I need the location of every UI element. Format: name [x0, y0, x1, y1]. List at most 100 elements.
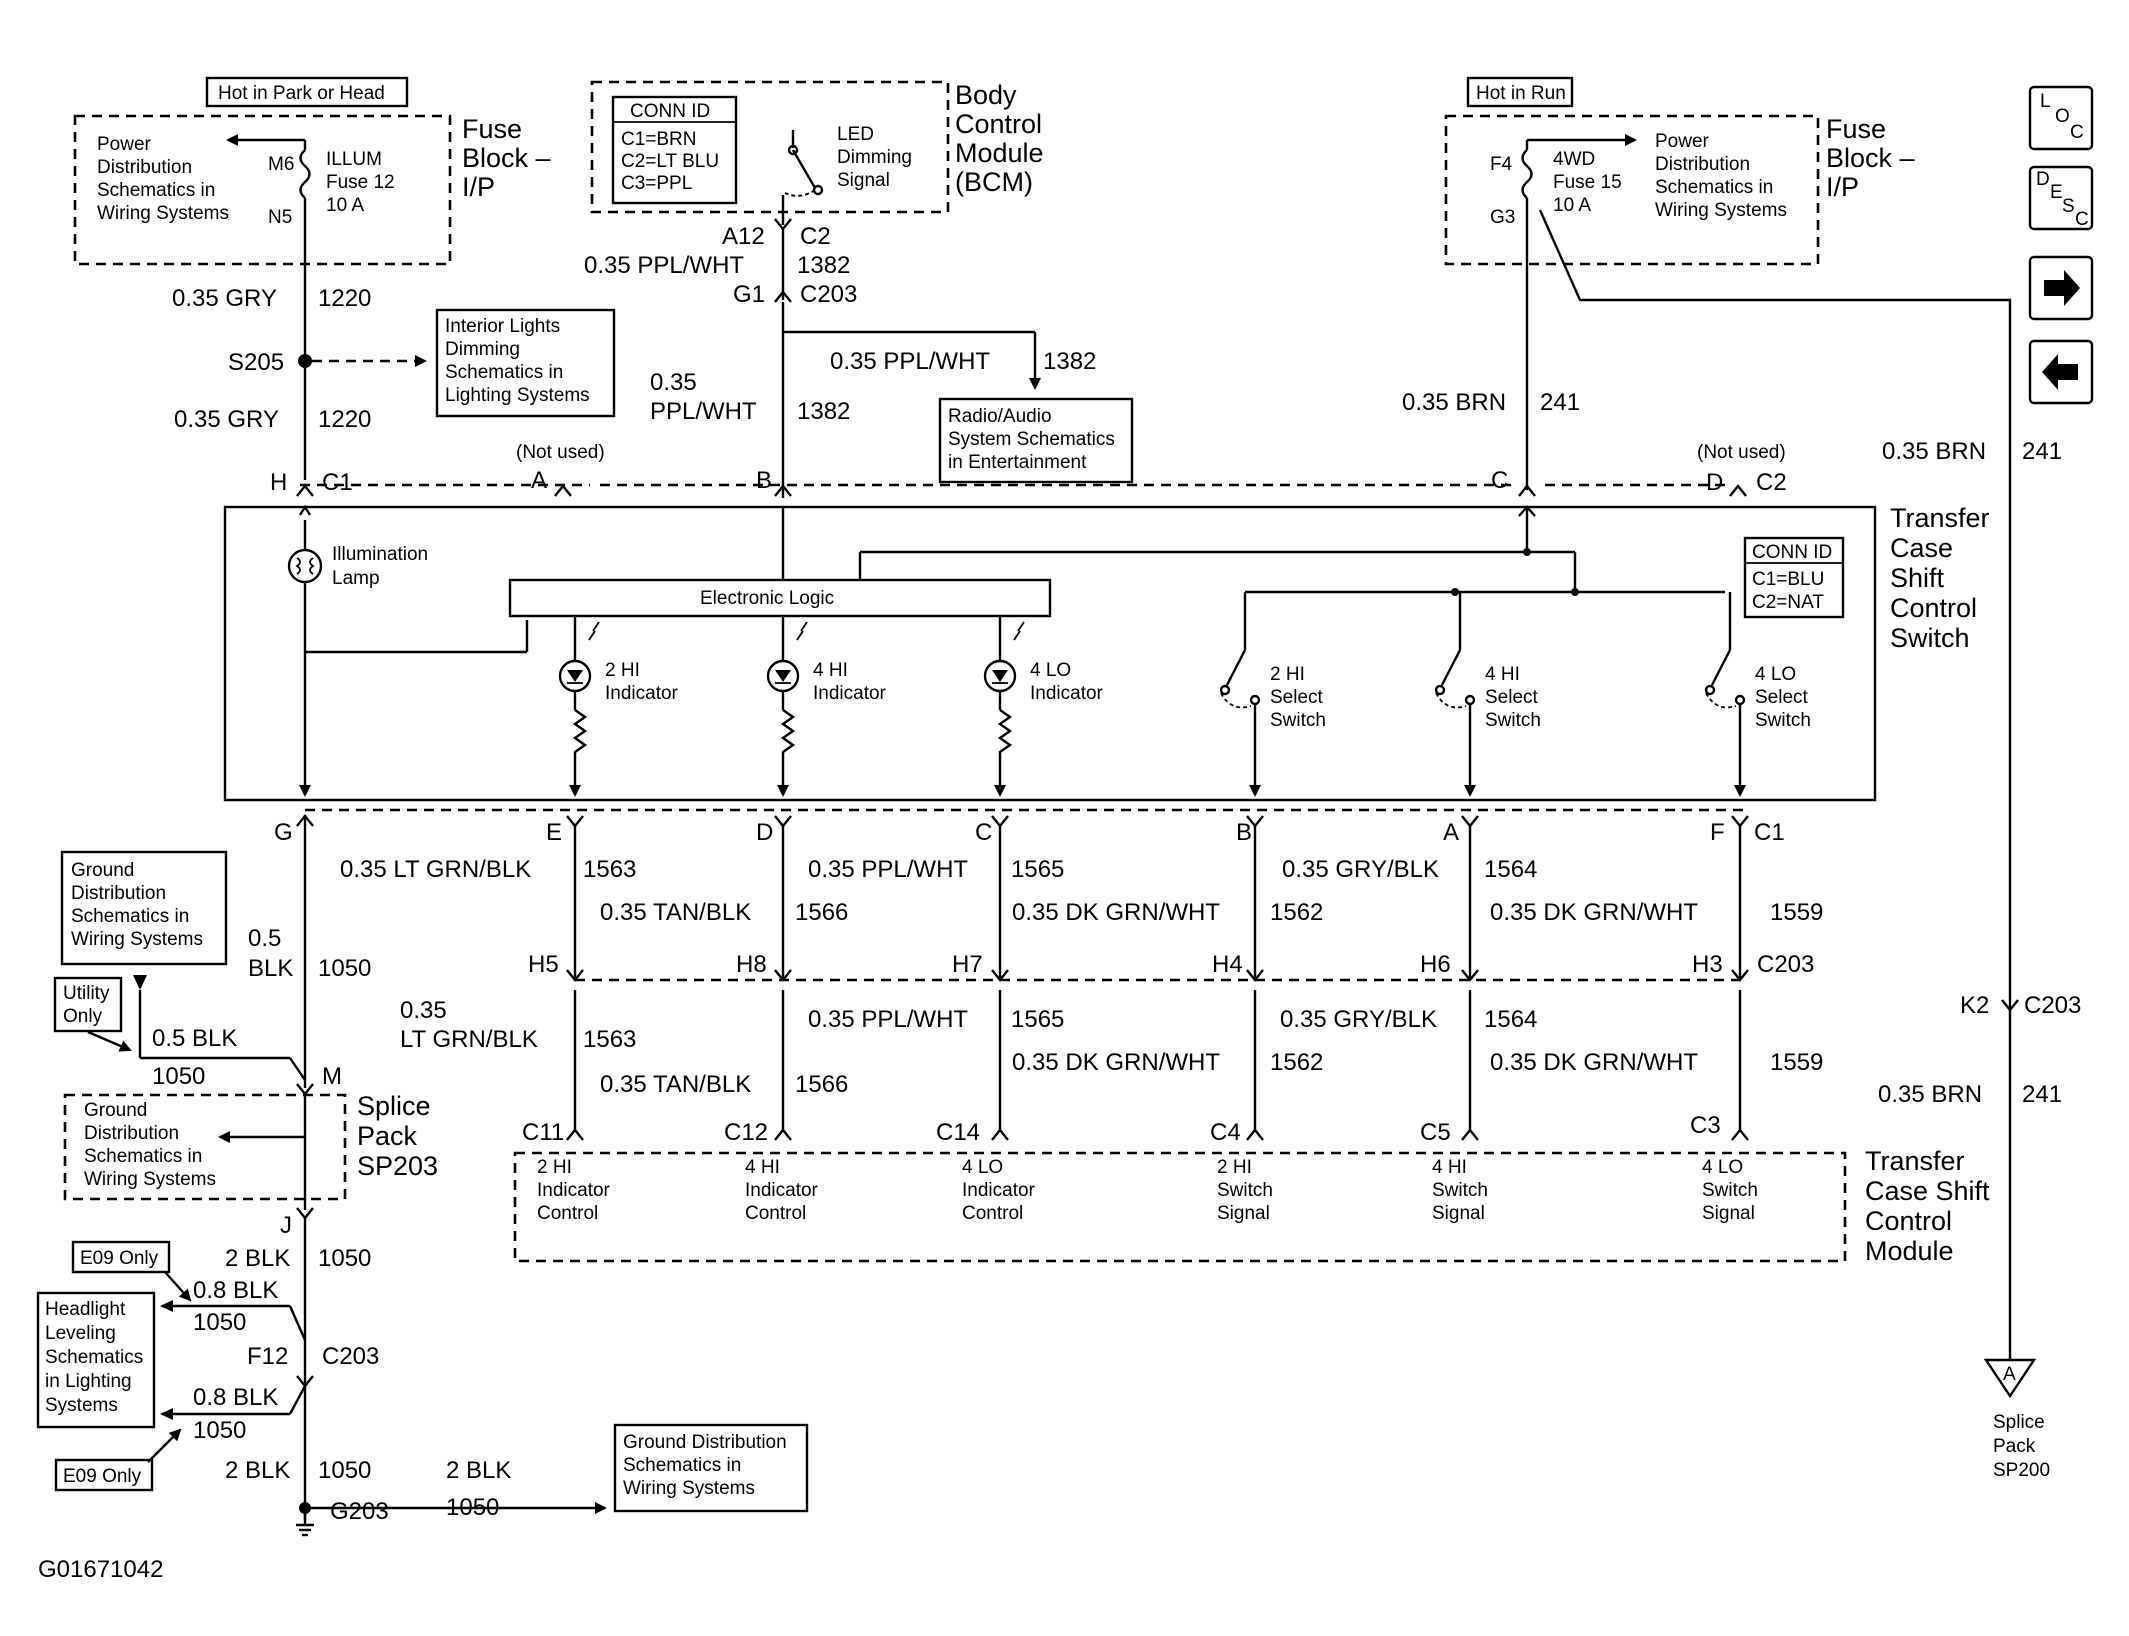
light-rays-icon — [588, 621, 600, 641]
fuse-block-label: Fuse — [462, 114, 522, 144]
prev-page-button[interactable] — [2028, 339, 2094, 405]
circuit-number: 1050 — [152, 1063, 205, 1090]
pin-j: J — [280, 1212, 292, 1239]
wire-color: 0.8 BLK — [193, 1277, 278, 1304]
pin-k2: K2 — [1960, 992, 1989, 1019]
select-label: Switch — [1755, 710, 1811, 731]
module-signal-label: Signal — [1217, 1203, 1270, 1224]
pd-ref-line: Power — [97, 134, 152, 155]
desc-button[interactable]: D E S C — [2028, 165, 2094, 231]
module-signal-label: Control — [745, 1203, 806, 1224]
lamp-icon — [287, 548, 323, 584]
pin-d: D — [1706, 469, 1723, 496]
ref-line: Wiring Systems — [623, 1478, 755, 1499]
conn-id-title: CONN ID — [630, 101, 710, 122]
module-signal-label: 4 LO — [1702, 1157, 1743, 1178]
module-signal-label: Indicator — [962, 1180, 1036, 1201]
splice-name: Pack — [357, 1121, 418, 1151]
ground-id: G203 — [330, 1498, 389, 1525]
splice-letter: A — [2003, 1364, 2016, 1385]
pin-c3: C3 — [1690, 1112, 1721, 1139]
splice-name: Pack — [1993, 1436, 2036, 1457]
pin-h6: H6 — [1420, 951, 1451, 978]
pd-ref-line: Power — [1655, 131, 1710, 152]
indicator-label: 2 HI — [605, 660, 640, 681]
ref-line: in Entertainment — [948, 452, 1087, 473]
pin-a: A — [1443, 819, 1459, 846]
ref-line: Wiring Systems — [84, 1169, 216, 1190]
ref-line: Ground Distribution — [623, 1432, 787, 1453]
pin-b: B — [756, 467, 772, 494]
wire-color: 0.35 GRY — [172, 285, 277, 312]
fuse-block-ip-left: Hot in Park or Head Power Distribution S… — [73, 76, 616, 480]
ref-line: Systems — [45, 1395, 118, 1416]
svg-text:E: E — [2050, 182, 2063, 203]
fuse-name: ILLUM — [326, 149, 382, 170]
electronic-logic-box — [508, 578, 1052, 618]
ref-line: Radio/Audio — [948, 406, 1052, 427]
circuit-number: 1562 — [1270, 899, 1323, 926]
module-signal-label: 2 HI — [537, 1157, 572, 1178]
signal-label: Signal — [837, 170, 890, 191]
module-signal-label: Switch — [1432, 1180, 1488, 1201]
e09-only-box — [54, 1458, 154, 1492]
pin-f: F — [1710, 819, 1725, 846]
splice-name: Splice — [357, 1091, 431, 1121]
loc-button[interactable]: L O C — [2028, 85, 2094, 151]
option-label: E09 Only — [63, 1466, 142, 1487]
conn-c2: C2 — [800, 223, 831, 250]
pd-ref-line: Schematics in — [97, 180, 215, 201]
pd-ref-line: Wiring Systems — [1655, 200, 1787, 221]
condition-label: Hot in Run — [1476, 83, 1566, 104]
wire-color: 0.35 GRY/BLK — [1282, 856, 1439, 883]
svg-text:C: C — [2075, 209, 2089, 230]
module-signal-label: Control — [537, 1203, 598, 1224]
circuit-number: 1382 — [797, 398, 850, 425]
pin-h7: H7 — [952, 951, 983, 978]
circuit-number: 241 — [2022, 438, 2062, 465]
splice-name: Splice — [1993, 1412, 2045, 1433]
wire-color: 0.5 — [248, 925, 281, 952]
ref-line: Schematics in — [71, 906, 189, 927]
bcm-conn-id-box — [611, 95, 738, 205]
component-name: Case — [1890, 533, 1953, 563]
module-signal-label: Switch — [1702, 1180, 1758, 1201]
module-signal-label: 2 HI — [1217, 1157, 1252, 1178]
indicator-label: Indicator — [813, 683, 887, 704]
pd-ref-line: Distribution — [97, 157, 192, 178]
resistor-icon — [997, 709, 1013, 758]
module-signal-label: 4 HI — [1432, 1157, 1467, 1178]
indicator-label: Indicator — [605, 683, 679, 704]
wire-color: 2 BLK — [225, 1245, 290, 1272]
pin-d: D — [756, 819, 773, 846]
splice-name: SP203 — [357, 1151, 438, 1181]
pin-c11: C11 — [522, 1119, 564, 1146]
circuit-number: 1220 — [318, 285, 371, 312]
wire-color: 2 BLK — [225, 1457, 290, 1484]
lamp-label: Illumination — [332, 544, 428, 565]
option-label: Utility — [63, 983, 110, 1004]
splice-pack-outline — [63, 1093, 347, 1201]
wire-color: 0.35 GRY — [174, 406, 279, 433]
ref-line: Ground — [84, 1100, 147, 1121]
conn-id: C3=PPL — [621, 173, 692, 194]
ref-line: Dimming — [445, 339, 520, 360]
select-label: Select — [1755, 687, 1809, 708]
conn-id: C1=BLU — [1752, 569, 1824, 590]
circuit-number: 1050 — [193, 1309, 246, 1336]
select-label: Select — [1485, 687, 1539, 708]
bcm-outline — [590, 80, 950, 214]
fuse-rating: 10 A — [326, 195, 364, 216]
not-used-note: (Not used) — [516, 442, 605, 463]
circuit-number: 1563 — [583, 856, 636, 883]
right-feed-sp200: K2 C203 0.35 BRN 241 A Splice Pack SP200 — [1878, 992, 2081, 1481]
module-signal-label: Switch — [1217, 1180, 1273, 1201]
feed-wire-241 — [1538, 209, 2012, 1008]
lamp-label: Lamp — [332, 568, 380, 589]
next-page-button[interactable] — [2028, 255, 2094, 321]
wire-color: 0.8 BLK — [193, 1384, 278, 1411]
